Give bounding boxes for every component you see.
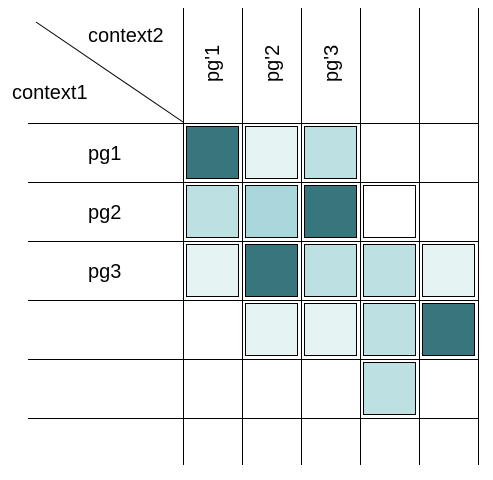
- matrix-cell: [363, 303, 416, 356]
- matrix-cell: [422, 244, 475, 297]
- row-axis-label: context1: [12, 82, 88, 104]
- column-axis-label: context2: [88, 25, 164, 47]
- matrix-cell: [304, 303, 357, 356]
- matrix-cell: [422, 303, 475, 356]
- matrix-cell: [245, 303, 298, 356]
- matrix-cell: [363, 244, 416, 297]
- column-headers: pg'1 pg'2 pg'3: [202, 45, 343, 82]
- column-header-pg3: pg'3: [321, 45, 343, 82]
- matrix-cell: [304, 126, 357, 179]
- corner-diagonal-line: [35, 21, 184, 123]
- matrix-cell: [245, 185, 298, 238]
- matrix-cell: [304, 185, 357, 238]
- matrix-cell: [186, 244, 239, 297]
- matrix-cell: [363, 362, 416, 415]
- matrix-cell: [363, 185, 416, 238]
- column-header-pg1: pg'1: [202, 45, 224, 82]
- matrix-cells: [186, 126, 475, 415]
- matrix-cell: [186, 126, 239, 179]
- grid-lines: [28, 8, 479, 465]
- row-headers: pg1 pg2 pg3: [88, 143, 121, 283]
- matrix-cell: [245, 126, 298, 179]
- row-header-pg3: pg3: [88, 261, 121, 283]
- matrix-cell: [186, 185, 239, 238]
- column-header-pg2: pg'2: [262, 45, 284, 82]
- row-header-pg1: pg1: [88, 143, 121, 165]
- row-header-pg2: pg2: [88, 202, 121, 224]
- matrix-cell: [304, 244, 357, 297]
- matrix-cell: [245, 244, 298, 297]
